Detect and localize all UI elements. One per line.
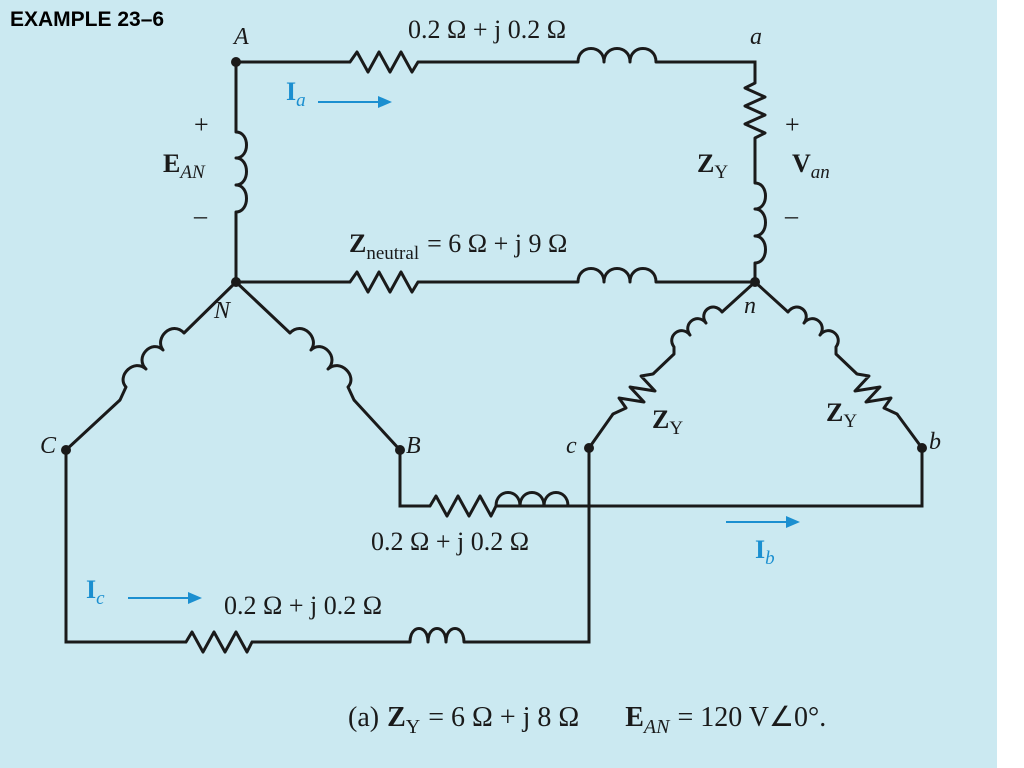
label-line-b-impedance: 0.2 Ω + j 0.2 Ω [371,527,529,556]
node-dot-b [917,443,927,453]
load-a-label: ZY [697,149,728,183]
v-an-minus: – [784,201,799,230]
inductor-load-c [670,305,724,356]
figure-panel [0,0,997,768]
resistor-load-a [743,81,767,145]
label-line-c-impedance: 0.2 Ω + j 0.2 Ω [224,591,382,620]
source-plus: + [194,110,209,139]
wire-load-b [753,280,924,449]
resistor-line-a [348,50,426,74]
wire-top-line [236,60,757,83]
current-b-arrowhead [786,516,800,528]
node-label-b: b [929,429,941,455]
inductor-source-c [118,327,186,402]
node-label-n: n [744,293,756,319]
example-title: EXAMPLE 23–6 [10,8,165,31]
current-c-label: Ic [86,575,105,609]
current-a-arrowhead [378,96,392,108]
label-line-a-impedance: 0.2 Ω + j 0.2 Ω [408,15,566,44]
load-c-label: ZY [652,405,683,439]
wire-source-c [64,280,238,452]
node-dot-C [61,445,71,455]
node-label-c: c [566,433,577,459]
load-b-label: ZY [826,398,857,432]
inductor-load-b [786,305,840,356]
wire-source-b [234,280,402,452]
resistor-neutral [348,270,426,294]
node-dot-c [584,443,594,453]
inductor-line-a [576,47,660,64]
current-a-label: Ia [286,77,306,111]
resistor-line-b [428,494,498,518]
source-label: EAN [163,149,206,183]
label-neutral-impedance: Zneutral= 6 Ω + j 9 Ω [349,229,567,264]
inductor-line-b [494,491,580,508]
v-an-plus: + [785,110,800,139]
inductor-source-b [288,327,356,402]
source-minus: – [193,201,208,230]
inductor-line-c [408,627,466,644]
resistor-load-b [853,372,899,416]
node-label-C: C [40,433,57,459]
current-b-label: Ib [755,535,775,569]
inductor-neutral [576,267,660,284]
current-c-arrowhead [188,592,202,604]
node-label-a: a [750,24,762,50]
node-label-N: N [213,298,232,324]
resistor-line-c [184,630,254,654]
inductor-source-a [234,130,248,214]
node-dot-n [750,277,760,287]
v-an-label: Van [792,149,830,183]
resistor-load-c [611,372,657,416]
node-dot-A [231,57,241,67]
node-label-A: A [232,24,249,50]
inductor-load-a [753,181,767,265]
node-dot-N [231,277,241,287]
node-label-B: B [406,433,421,459]
wire-line-c [64,448,591,644]
wire-line-b [398,448,924,508]
wire-load-c [587,280,757,449]
node-dot-B [395,445,405,455]
